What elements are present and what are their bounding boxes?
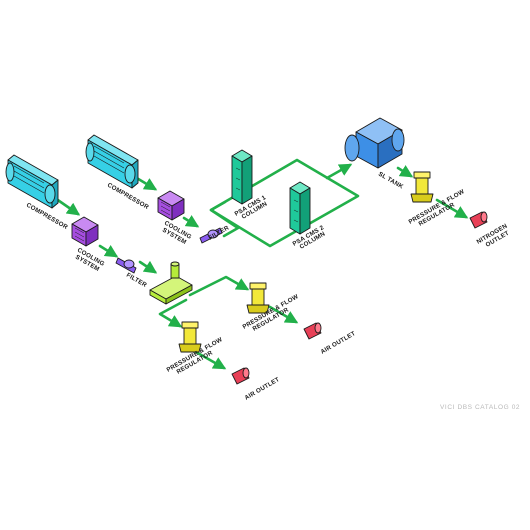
labels: COMPRESSOR COMPRESSOR COOLING SYSTEM COO… — [25, 171, 510, 402]
label-air-outlet-2: AIR OUTLET — [320, 330, 357, 356]
label-air-outlet-1: AIR OUTLET — [244, 376, 281, 402]
air-outlet-2 — [303, 322, 322, 340]
pipe-psa-network — [209, 158, 360, 248]
label-compressor-1: COMPRESSOR — [25, 202, 69, 232]
pipe-filter1-manifold — [138, 260, 158, 274]
cooling-system-1 — [71, 216, 99, 247]
psa-cms-1-column — [231, 149, 253, 205]
pipe-manifold-branch2 — [158, 298, 188, 328]
nitrogen-outlet — [469, 211, 488, 229]
pipe-regulator1-airoutlet — [194, 350, 227, 370]
pipe-tank-regulator — [396, 165, 414, 178]
air-outlet-1 — [231, 367, 250, 385]
pressure-flow-regulator-air-2 — [246, 282, 270, 314]
sl-tank — [344, 117, 405, 169]
pressure-flow-regulator-n2 — [410, 171, 434, 203]
label-filter-1: FILTER — [125, 272, 148, 289]
pipe-regulator-n2outlet — [435, 198, 469, 219]
compressor-2 — [85, 134, 139, 189]
pressure-flow-regulator-air-1 — [178, 321, 202, 353]
filter-2 — [199, 227, 223, 244]
pipe-manifold-branch — [188, 275, 250, 297]
watermark: VICI DBS CATALOG 02 — [440, 404, 520, 411]
compressor-1 — [5, 154, 59, 209]
cooling-system-2 — [157, 190, 185, 221]
pipe-regulator2-airoutlet — [268, 305, 299, 324]
pipes — [50, 158, 469, 370]
manifold — [149, 261, 193, 305]
psa-cms-2-column — [289, 181, 311, 235]
pipe-psa-tank — [325, 163, 353, 180]
filter-1 — [115, 257, 137, 274]
pipe-cooling1-filter1 — [98, 244, 119, 258]
label-sl-tank: SL TANK — [377, 171, 405, 191]
pipe-cooling2-filter2 — [182, 215, 200, 228]
